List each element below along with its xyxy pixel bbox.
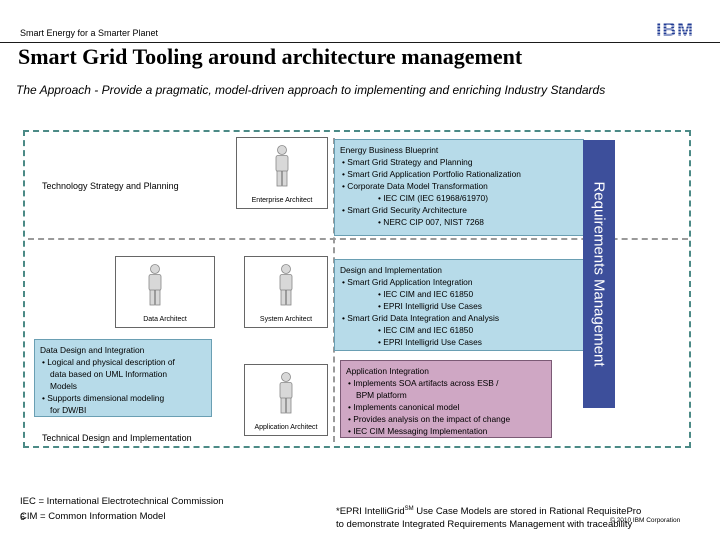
design-implementation-box: Design and Implementation Smart Grid App… — [334, 259, 584, 351]
epri-note-line2: to demonstrate Integrated Requirements M… — [336, 519, 633, 531]
epri-note-start: *EPRI IntelliGrid — [336, 506, 405, 518]
application-architect-label: Application Architect — [254, 424, 318, 431]
footer-definitions: IEC = International Electrotechnical Com… — [20, 494, 224, 524]
app-box-title: Application Integration — [346, 366, 429, 376]
data-box-item: Supports dimensional modeling — [40, 392, 206, 404]
data-box-item-cont: data based on UML Information — [50, 369, 168, 379]
epri-sm: SM — [404, 506, 414, 512]
requirements-management-bar: Requirements Management — [583, 140, 615, 408]
energy-box-subitem: NERC CIP 007, NIST 7268 — [340, 216, 578, 228]
header-rule — [0, 42, 720, 43]
technical-design-label: Technical Design and Implementation — [42, 433, 192, 443]
energy-box-title: Energy Business Blueprint — [340, 145, 439, 155]
requirements-management-label: Requirements Management — [590, 181, 608, 367]
energy-box-item: Corporate Data Model Transformation — [340, 180, 578, 192]
ibm-logo: IBM — [652, 20, 698, 39]
diagram-frame — [23, 130, 691, 448]
design-box-subitem: EPRI Intelligrid Use Cases — [340, 300, 578, 312]
data-box-item-cont: Models — [50, 381, 77, 391]
app-box-item: Provides analysis on the impact of chang… — [346, 413, 546, 425]
page-number: 6 — [20, 512, 26, 522]
data-architect-label: Data Architect — [143, 316, 187, 323]
header-small-title: Smart Energy for a Smarter Planet — [20, 28, 159, 38]
copyright: © 2010 IBM Corporation — [610, 517, 681, 524]
energy-box-item: Smart Grid Application Portfolio Rationa… — [340, 168, 578, 180]
data-box-item: Logical and physical description of — [40, 356, 206, 368]
app-box-item: Implements canonical model — [346, 401, 546, 413]
data-box-item-cont: for DW/BI — [50, 405, 87, 415]
data-architect-person-icon — [148, 264, 162, 306]
page-title: Smart Grid Tooling around architecture m… — [18, 44, 523, 69]
energy-box-item: Smart Grid Strategy and Planning — [340, 156, 578, 168]
enterprise-architect-label: Enterprise Architect — [251, 197, 313, 204]
footer-epri-note: *EPRI IntelliGridSM Use Case Models are … — [336, 503, 641, 531]
epri-note-rest: Use Case Models are stored in Rational R… — [413, 506, 642, 518]
tech-strategy-label: Technology Strategy and Planning — [42, 181, 179, 191]
enterprise-architect-person-icon — [275, 145, 289, 187]
app-box-item: Implements SOA artifacts across ESB / — [346, 377, 546, 389]
data-box-title: Data Design and Integration — [40, 345, 145, 355]
energy-business-blueprint-box: Energy Business Blueprint Smart Grid Str… — [334, 139, 584, 236]
design-box-item: Smart Grid Application Integration — [340, 276, 578, 288]
system-architect-label: System Architect — [259, 316, 313, 323]
system-architect-person-icon — [279, 264, 293, 306]
app-box-item-cont: BPM platform — [356, 390, 407, 400]
application-architect-person-icon — [279, 372, 293, 414]
design-box-title: Design and Implementation — [340, 265, 442, 275]
strategy-divider — [28, 238, 688, 240]
footer-iec: IEC = International Electrotechnical Com… — [20, 496, 224, 507]
energy-box-subitem: IEC CIM (IEC 61968/61970) — [340, 192, 578, 204]
energy-box-item: Smart Grid Security Architecture — [340, 204, 578, 216]
system-architect-panel — [244, 256, 328, 328]
design-box-subitem: EPRI Intelligrid Use Cases — [340, 336, 578, 348]
design-box-item: Smart Grid Data Integration and Analysis — [340, 312, 578, 324]
app-box-item: IEC CIM Messaging Implementation — [346, 425, 546, 437]
footer-cim: CIM = Common Information Model — [20, 511, 166, 522]
design-box-subitem: IEC CIM and IEC 61850 — [340, 324, 578, 336]
page-subtitle: The Approach - Provide a pragmatic, mode… — [16, 83, 606, 97]
application-integration-box: Application Integration Implements SOA a… — [340, 360, 552, 438]
design-box-subitem: IEC CIM and IEC 61850 — [340, 288, 578, 300]
data-architect-panel — [115, 256, 215, 328]
data-design-box: Data Design and Integration Logical and … — [34, 339, 212, 417]
